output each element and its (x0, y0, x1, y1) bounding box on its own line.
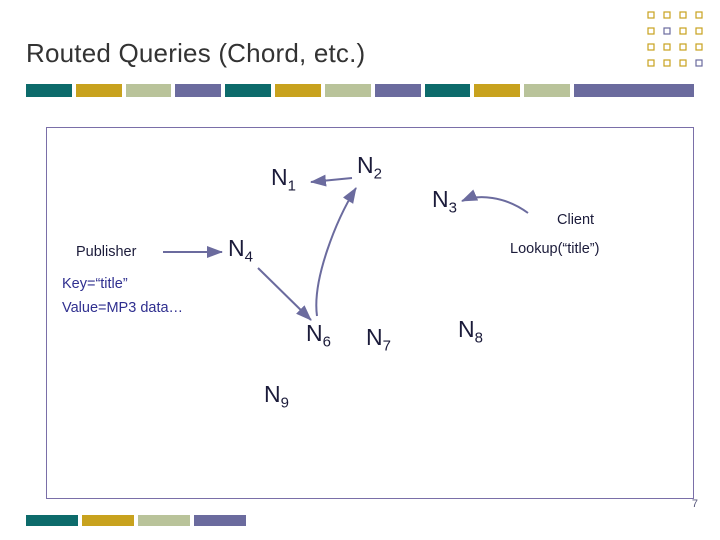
color-bar-segment (125, 84, 172, 97)
color-bar-segment (524, 84, 571, 97)
publisher-value-label: Value=MP3 data… (62, 300, 184, 316)
lookup-label: Lookup(“title”) (510, 241, 600, 257)
publisher-label: Publisher (76, 244, 137, 260)
bottom-bar-segment (194, 515, 246, 526)
node-n1: N1 (271, 164, 296, 195)
color-bar-segment (474, 84, 521, 97)
color-bar-segment (175, 84, 222, 97)
node-n9: N9 (264, 381, 289, 412)
node-n3: N3 (432, 186, 457, 217)
color-bar-segment (75, 84, 122, 97)
decorative-color-bar-top (26, 84, 694, 97)
node-n2: N2 (357, 152, 382, 183)
publisher-key-label: Key=“title” (62, 276, 128, 292)
corner-dot-grid-logo (642, 6, 712, 78)
diagram-container (46, 127, 694, 499)
color-bar-segment (324, 84, 371, 97)
node-n7: N7 (366, 324, 391, 355)
page-title: Routed Queries (Chord, etc.) (26, 38, 366, 68)
bottom-bar-segment (26, 515, 78, 526)
color-bar-segment (424, 84, 471, 97)
node-n8: N8 (458, 316, 483, 347)
node-n4: N4 (228, 235, 253, 266)
color-bar-segment (275, 84, 321, 97)
color-bar-segment (225, 84, 272, 97)
client-label: Client (557, 212, 595, 228)
bottom-bar-segment (82, 515, 134, 526)
color-bar-segment (374, 84, 421, 97)
page-number: 7 (691, 498, 698, 510)
decorative-color-bar-bottom (26, 515, 694, 526)
node-n6: N6 (306, 320, 331, 351)
color-bar-segment (26, 84, 72, 97)
bottom-bar-segment (138, 515, 190, 526)
color-bar-segment (574, 84, 694, 97)
